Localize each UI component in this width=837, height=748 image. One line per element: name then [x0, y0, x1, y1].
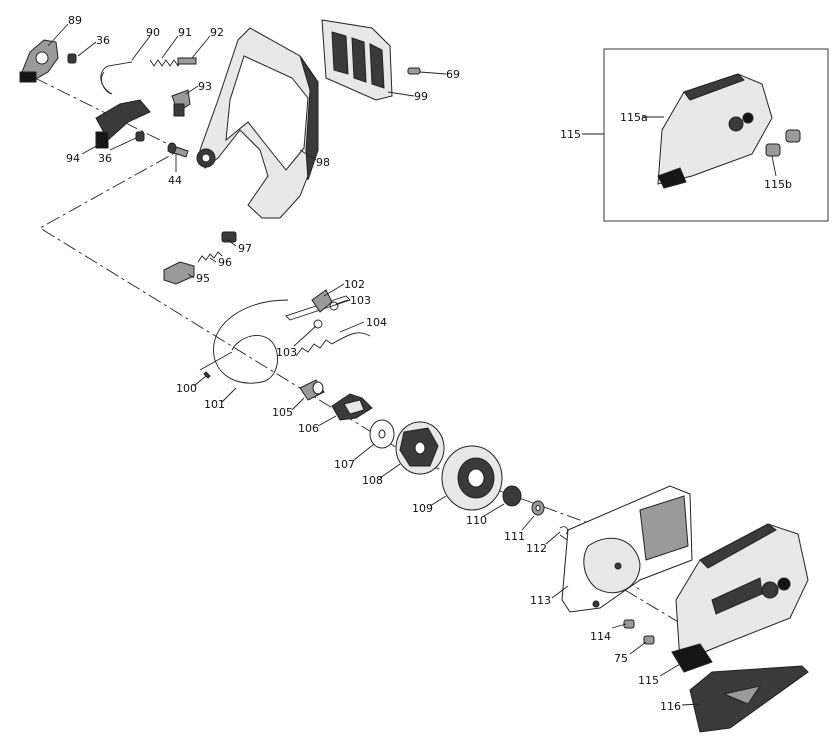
- label-101: 101: [204, 398, 225, 411]
- inset-box-115: [582, 48, 829, 222]
- part-109-drum: [441, 445, 503, 511]
- label-115-inset: 115: [560, 128, 581, 141]
- part-111-washer: [531, 500, 545, 516]
- part-116-bar-cover: [689, 665, 809, 733]
- part-110-sprocket: [502, 485, 522, 507]
- part-44-pin: [167, 142, 189, 158]
- label-91: 91: [178, 26, 192, 39]
- part-115-sprocket-cover: [671, 523, 809, 673]
- label-102: 102: [344, 278, 365, 291]
- label-104: 104: [366, 316, 387, 329]
- part-95-switch-button: [163, 261, 195, 285]
- part-97-cap: [221, 231, 237, 243]
- label-95: 95: [196, 272, 210, 285]
- label-99: 99: [414, 90, 428, 103]
- label-36-bottom: 36: [98, 152, 112, 165]
- part-103-clips: [313, 301, 339, 329]
- label-111: 111: [504, 530, 525, 543]
- label-108: 108: [362, 474, 383, 487]
- part-113-side-plate: [561, 485, 693, 613]
- label-116: 116: [660, 700, 681, 713]
- label-115: 115: [638, 674, 659, 687]
- label-105: 105: [272, 406, 293, 419]
- part-102-brake-lever: [285, 289, 351, 321]
- part-36-screw-top: [67, 53, 77, 64]
- part-93-switch: [171, 89, 191, 117]
- label-115b: 115b: [764, 178, 792, 191]
- part-89-throttle-trigger: [19, 39, 59, 83]
- leader-lines: [47, 23, 777, 706]
- label-75: 75: [614, 652, 628, 665]
- label-110: 110: [466, 514, 487, 527]
- part-94-lever-assembly: [95, 99, 151, 149]
- label-94: 94: [66, 152, 80, 165]
- part-100-pin: [203, 371, 211, 379]
- part-112-clip: [559, 526, 569, 535]
- part-104-wire-spring: [295, 332, 371, 357]
- label-103-top: 103: [350, 294, 371, 307]
- label-114: 114: [590, 630, 611, 643]
- label-69: 69: [446, 68, 460, 81]
- label-115a: 115a: [620, 111, 648, 124]
- label-107: 107: [334, 458, 355, 471]
- part-99-air-grille: [321, 19, 393, 101]
- label-98: 98: [316, 156, 330, 169]
- label-36-top: 36: [96, 34, 110, 47]
- part-96-spring: [197, 251, 223, 263]
- label-113: 113: [530, 594, 551, 607]
- part-90-91-92-throttle-cable: [100, 57, 197, 95]
- part-labels: 89 36 90 91 92 93 94 36 44 98 99 69 97 9…: [66, 14, 792, 713]
- label-97: 97: [238, 242, 252, 255]
- part-98-front-handle: [196, 27, 319, 219]
- part-105-bushing: [299, 379, 325, 401]
- label-44: 44: [168, 174, 182, 187]
- part-107-washer: [369, 419, 395, 449]
- label-92: 92: [210, 26, 224, 39]
- part-101-brake-band: [199, 299, 289, 384]
- label-106: 106: [298, 422, 319, 435]
- label-93: 93: [198, 80, 212, 93]
- label-96: 96: [218, 256, 232, 269]
- part-106-shoe: [331, 393, 373, 421]
- label-100: 100: [176, 382, 197, 395]
- label-103-bottom: 103: [276, 346, 297, 359]
- label-89: 89: [68, 14, 82, 27]
- part-108-clutch: [395, 421, 445, 475]
- part-69-screw: [407, 67, 421, 75]
- part-75-screw: [643, 635, 655, 645]
- part-114-screw: [623, 619, 635, 629]
- label-112: 112: [526, 542, 547, 555]
- part-36-screw-bottom: [135, 131, 145, 142]
- label-90: 90: [146, 26, 160, 39]
- label-109: 109: [412, 502, 433, 515]
